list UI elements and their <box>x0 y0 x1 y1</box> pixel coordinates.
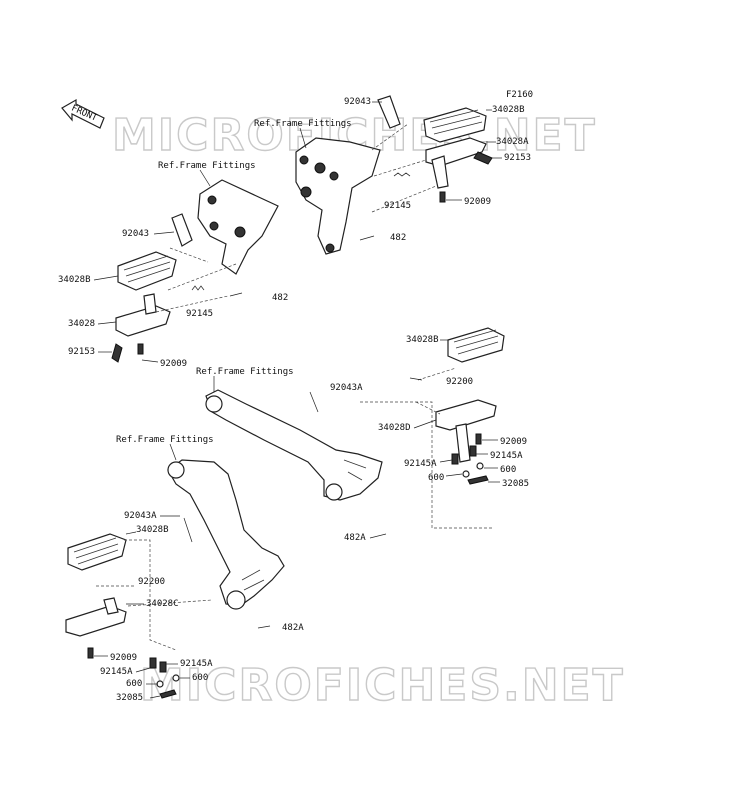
label-482-top: 482 <box>390 233 406 243</box>
label-92043-left: 92043 <box>122 229 149 239</box>
label-92153-top: 92153 <box>504 153 531 163</box>
label-92200-bottom: 92200 <box>138 577 165 587</box>
label-92145A-bottom2: 92145A <box>100 667 133 677</box>
front-arrow-label: FRONT <box>70 104 99 124</box>
label-92009-bottom: 92009 <box>110 653 137 663</box>
label-92145-top: 92145 <box>384 201 411 211</box>
label-34028B-left: 34028B <box>58 275 91 285</box>
label-92153-left: 92153 <box>68 347 95 357</box>
label-92043A-left: 92043A <box>124 511 157 521</box>
label-92009-left: 92009 <box>160 359 187 369</box>
label-34028C: 34028C <box>146 599 179 609</box>
label-92145A-right2: 92145A <box>404 459 437 469</box>
label-92200-right: 92200 <box>446 377 473 387</box>
label-92145-left: 92145 <box>186 309 213 319</box>
label-34028: 34028 <box>68 319 95 329</box>
label-92145A-bottom1: 92145A <box>180 659 213 669</box>
label-482-left: 482 <box>272 293 288 303</box>
ref-label-top: Ref.Frame Fittings <box>254 119 352 129</box>
label-34028B-right: 34028B <box>406 335 439 345</box>
label-32085-bottom: 32085 <box>116 693 143 703</box>
label-92009-right: 92009 <box>500 437 527 447</box>
top-right-assembly <box>295 95 493 255</box>
label-600-right2: 600 <box>428 473 444 483</box>
label-34028B-top: 34028B <box>492 105 525 115</box>
part-labels: 92043 34028B 34028A 92153 92009 92145 48… <box>58 97 531 703</box>
ref-label-middle: Ref.Frame Fittings <box>196 367 294 377</box>
ref-label-bottom: Ref.Frame Fittings <box>116 435 214 445</box>
label-92145A-right1: 92145A <box>490 451 523 461</box>
figure-code: F2160 <box>506 90 533 100</box>
passenger-left-assembly <box>65 459 285 699</box>
label-600-bottom1: 600 <box>192 673 208 683</box>
label-32085-right: 32085 <box>502 479 529 489</box>
label-92043A-right: 92043A <box>330 383 363 393</box>
ref-label-left: Ref.Frame Fittings <box>158 161 256 171</box>
passenger-right-assembly <box>205 327 505 529</box>
label-34028A: 34028A <box>496 137 529 147</box>
front-arrow-icon: FRONT <box>61 98 105 129</box>
label-600-right1: 600 <box>500 465 516 475</box>
label-34028D: 34028D <box>378 423 411 433</box>
label-482A-bottom: 482A <box>282 623 304 633</box>
label-92043-top: 92043 <box>344 97 371 107</box>
watermark-bottom: MICROFICHES.NET <box>140 660 625 711</box>
label-482A-right: 482A <box>344 533 366 543</box>
label-34028B-bottom: 34028B <box>136 525 169 535</box>
label-600-bottom2: 600 <box>126 679 142 689</box>
top-left-assembly <box>111 179 279 363</box>
label-92009-top: 92009 <box>464 197 491 207</box>
